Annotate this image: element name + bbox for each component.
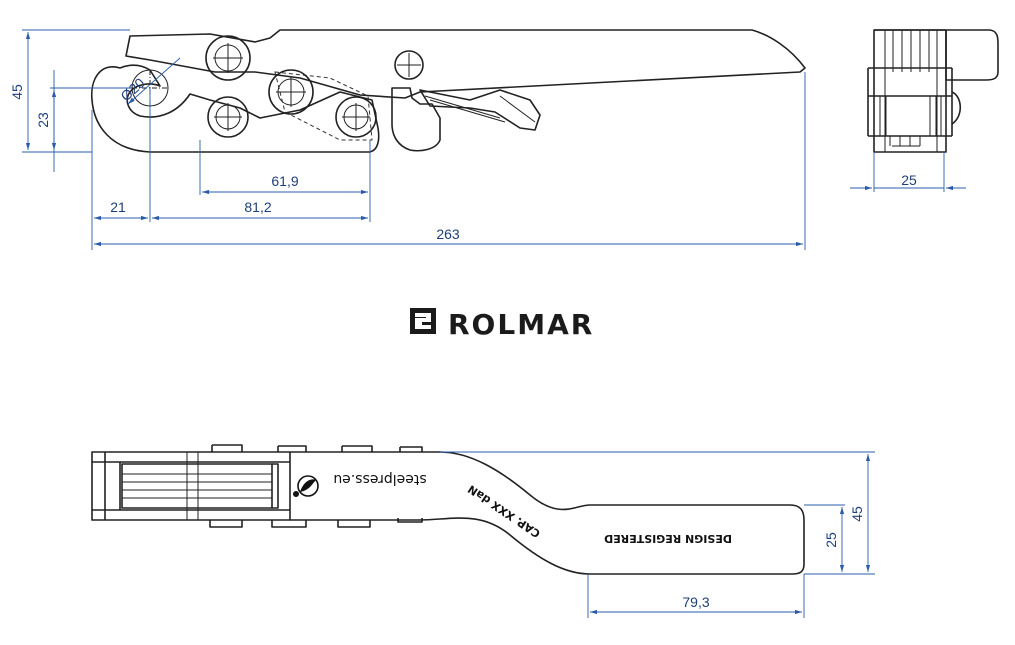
hook-body <box>91 64 380 153</box>
height-hook-label: 23 <box>35 112 51 128</box>
pin-middle <box>268 69 314 115</box>
rolmar-logo: ROLMAR <box>410 308 594 341</box>
top-view: Ø20 45 23 61,9 21 81,2 263 <box>9 29 806 250</box>
lever-arm <box>125 29 806 99</box>
press-logo-icon <box>293 475 319 497</box>
website-engraving: steelpress.eu <box>333 471 426 487</box>
rolmar-logo-icon <box>410 308 436 334</box>
total-height-label: 45 <box>849 506 865 522</box>
height-total-label: 45 <box>9 84 25 100</box>
handle-outline <box>290 451 805 575</box>
hole-diameter-label: Ø20 <box>117 74 148 104</box>
brand-name: ROLMAR <box>448 308 594 341</box>
pin-lower-right <box>335 96 377 138</box>
hidden-plate <box>274 71 373 141</box>
design-engraving: DESIGN REGISTERED <box>604 532 732 545</box>
side-view: 25 <box>850 29 999 192</box>
handle-height-label: 25 <box>823 532 839 548</box>
pivot-spacing-label: 61,9 <box>271 173 298 189</box>
side-width-label: 25 <box>901 172 917 188</box>
offset-left-label: 21 <box>110 199 126 215</box>
pin-upper <box>205 35 251 81</box>
length-to-pivot-label: 81,2 <box>244 199 271 215</box>
pin-lower-left <box>207 96 249 138</box>
bottom-view: steelpress.eu CAP. XXX daN DESIGN REGIST… <box>91 444 875 618</box>
pin-rear <box>394 50 424 80</box>
spring-clip <box>419 89 541 131</box>
grip-length-label: 79,3 <box>682 594 709 610</box>
overall-length-label: 263 <box>436 226 460 242</box>
rear-latch <box>391 87 441 152</box>
